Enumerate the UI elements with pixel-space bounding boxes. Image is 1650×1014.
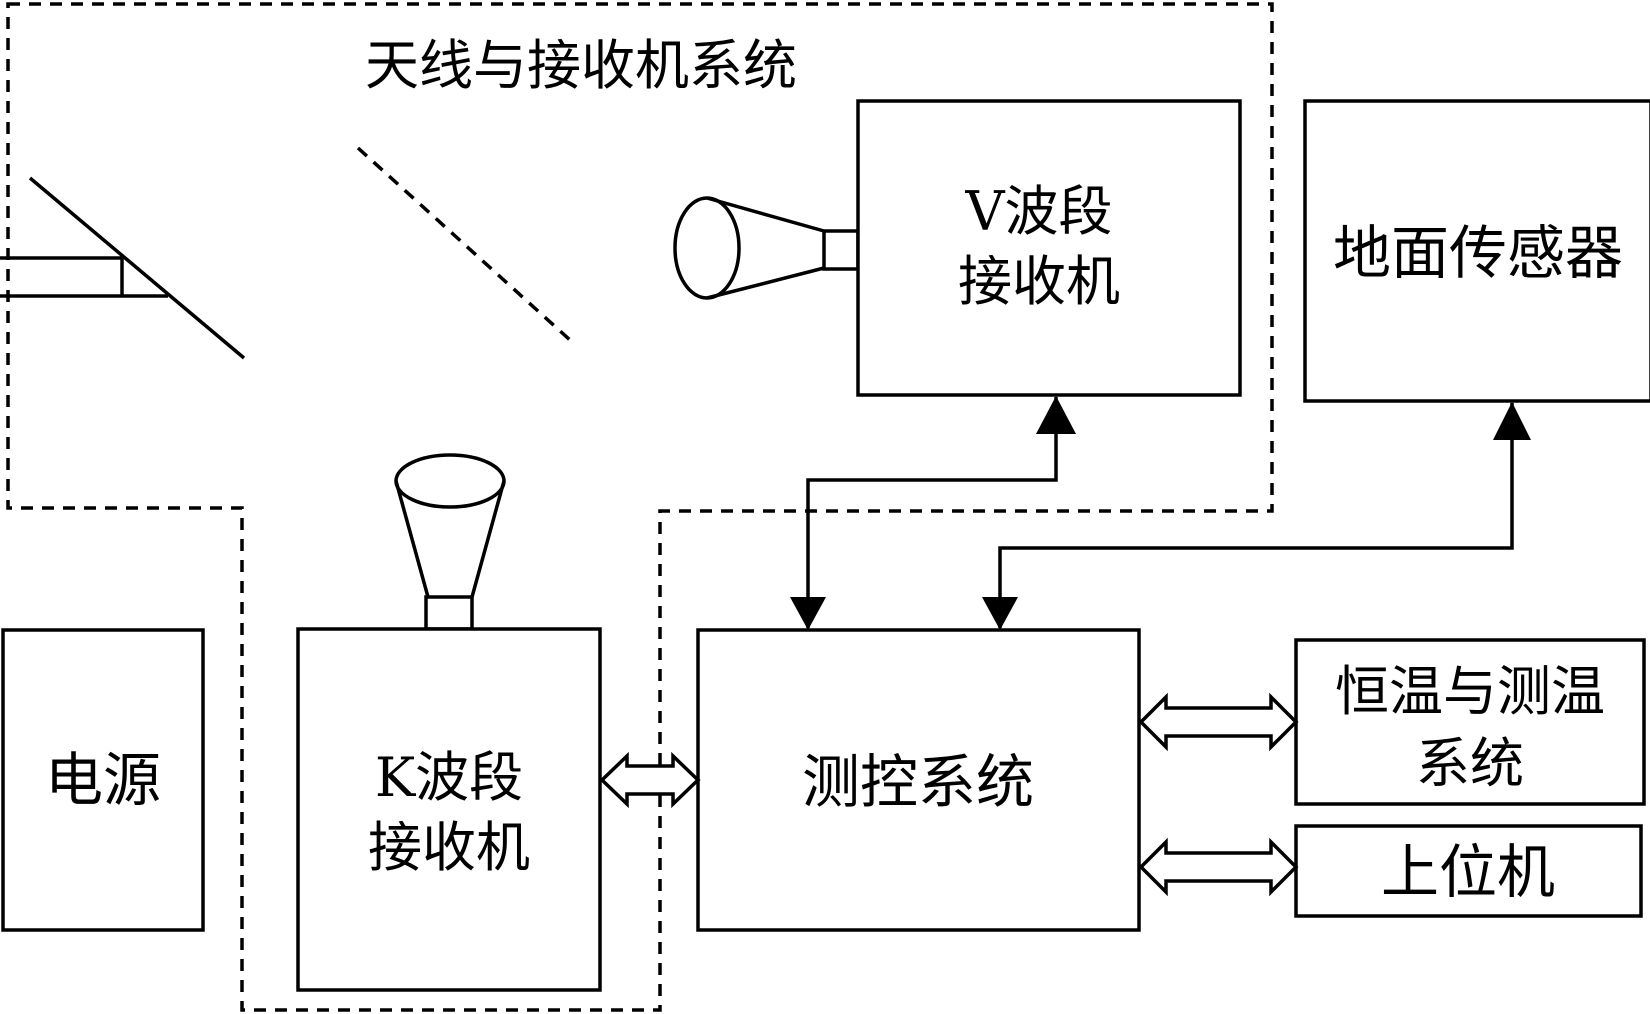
power-supply-box: [1, 628, 205, 932]
v-band-receiver-label-line1: V波段: [965, 180, 1113, 243]
dashed-mirror-line: [356, 146, 572, 342]
arrowhead-down-to-control-right: [982, 597, 1018, 630]
host-computer-box: [1294, 824, 1643, 918]
ground-sensor-box: [1303, 99, 1650, 403]
arrowhead-down-to-control-left: [790, 597, 826, 630]
bus-arrow-control-to-temperature: [1138, 692, 1299, 752]
v-band-receiver-box: [856, 99, 1242, 397]
host-computer-label: 上位机: [1381, 838, 1555, 906]
k-band-receiver-label-line2: 接收机: [368, 816, 530, 879]
reflector-mirror-icon: [0, 176, 246, 360]
arrowhead-up-to-ground-sensor: [1493, 402, 1531, 440]
k-band-horn-antenna-icon: [394, 453, 506, 631]
connector-control-to-ground-sensor: [998, 403, 1514, 628]
ground-sensor-label: 地面传感器: [1333, 219, 1623, 287]
bus-arrow-k-band-to-control: [599, 751, 701, 809]
k-band-receiver-label-line1: K波段: [375, 746, 523, 809]
measurement-control-label: 测控系统: [802, 748, 1034, 816]
v-band-horn-antenna-icon: [673, 196, 860, 300]
bus-arrow-control-to-host: [1138, 837, 1299, 897]
arrowhead-up-to-v-band: [1036, 396, 1076, 434]
antenna-receiver-boundary: [6, 2, 1274, 1012]
region-label-antenna-receiver-system: 天线与接收机系统: [365, 34, 797, 97]
v-band-receiver-label-line2: 接收机: [958, 250, 1120, 313]
temperature-system-label-line2: 系统: [1416, 732, 1524, 795]
power-supply-label: 电源: [45, 746, 161, 814]
connector-control-to-v-band: [806, 397, 1058, 628]
k-band-receiver-box: [296, 627, 602, 992]
temperature-system-label-line1: 恒温与测温: [1335, 660, 1605, 723]
